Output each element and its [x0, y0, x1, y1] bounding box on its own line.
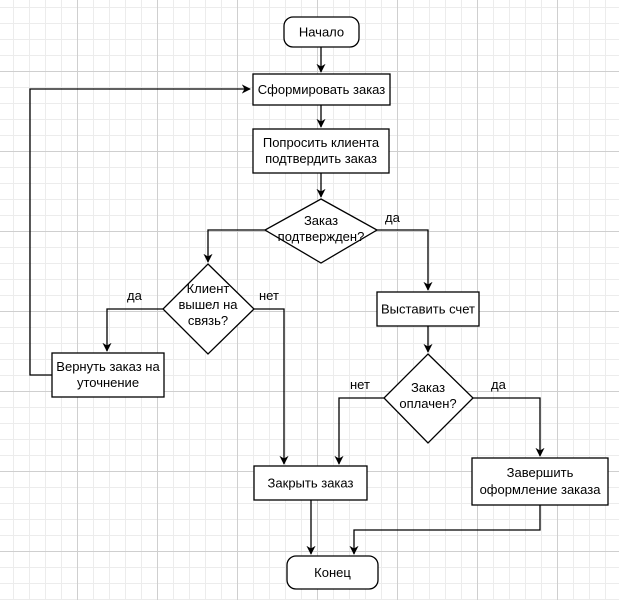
edge-client-no-to-close — [254, 308, 289, 465]
process-invoice-label: Выставить счет — [381, 302, 475, 317]
end-node — [286, 555, 379, 590]
process-finish-order-label-line1: Завершить — [507, 465, 574, 480]
edge-paid-yes-to-finish — [473, 397, 545, 457]
decision-client-contacted-label-line2: вышел на — [178, 297, 238, 312]
edge-return-to-form — [29, 84, 251, 376]
edge-confirmed-yes-to-invoice — [377, 229, 433, 291]
decision-client-contacted-label-line3: связь? — [188, 313, 228, 328]
process-finish-order-label-line2: оформление заказа — [480, 482, 602, 497]
decision-order-confirmed — [263, 198, 379, 264]
process-finish-order — [471, 457, 609, 506]
edge-finish-to-end — [349, 505, 541, 555]
edge-client-yes-to-return — [102, 308, 163, 352]
decision-order-paid — [383, 353, 474, 444]
decision-order-paid-label-line1: Заказ — [411, 380, 445, 395]
edge-label-confirmed-yes: да — [385, 210, 401, 225]
process-return-order-label-line2: уточнение — [77, 375, 139, 390]
edge-paid-no-to-close — [334, 397, 384, 465]
process-close-order — [253, 465, 368, 501]
edge-label-client-yes: да — [127, 288, 143, 303]
decision-client-contacted-label-line1: Клиент — [187, 281, 230, 296]
process-form-order-label: Сформировать заказ — [258, 82, 385, 97]
decision-order-paid-label-line2: оплачен? — [399, 396, 456, 411]
decision-order-confirmed-label-line1: Заказ — [304, 213, 338, 228]
edge-label-paid-no: нет — [350, 377, 370, 392]
process-close-order-label: Закрыть заказ — [268, 476, 354, 491]
process-ask-client-label-line1: Попросить клиента — [263, 135, 380, 150]
decision-client-contacted — [162, 263, 255, 355]
process-invoice — [376, 291, 480, 327]
process-ask-client — [252, 128, 390, 174]
edge-label-client-no: нет — [259, 288, 279, 303]
start-node — [283, 16, 360, 48]
process-form-order — [252, 73, 391, 106]
process-ask-client-label-line2: подтвердить заказ — [265, 151, 377, 166]
edge-label-paid-yes: да — [491, 377, 507, 392]
edge-confirmed-to-client — [203, 229, 265, 263]
decision-order-confirmed-label-line2: подтвержден? — [278, 229, 365, 244]
end-node-label: Конец — [314, 565, 351, 580]
process-return-order-label-line1: Вернуть заказ на — [56, 359, 160, 374]
start-node-label: Начало — [299, 25, 344, 40]
process-return-order — [51, 352, 165, 398]
